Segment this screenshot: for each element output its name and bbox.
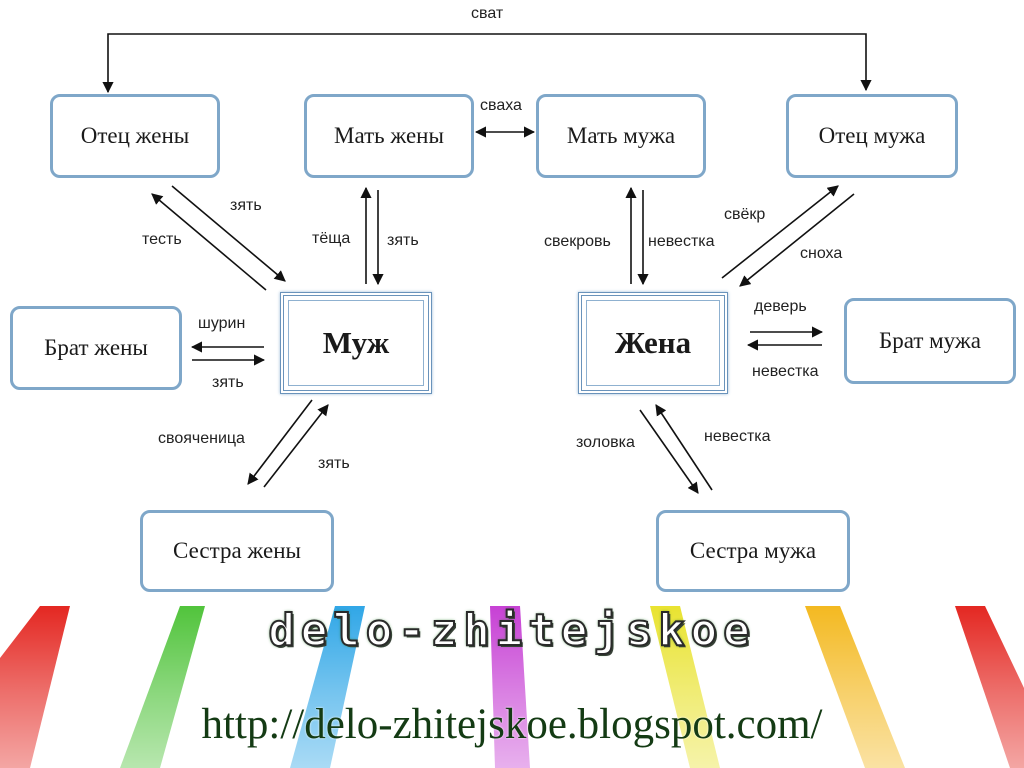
node-husband-sister: Сестра мужа [656, 510, 850, 592]
node-wife-sister: Сестра жены [140, 510, 334, 592]
edge-label-test: тесть [142, 231, 182, 248]
edge-label-zyat-wf: зять [230, 197, 262, 214]
edge-label-dever: деверь [754, 298, 807, 315]
node-wife-brother: Брат жены [10, 306, 182, 390]
edge-label-zyat-wm: зять [387, 232, 419, 249]
edge-label-nevestka-hs: невестка [704, 428, 771, 445]
edge-test-arrow [151, 193, 267, 291]
edge-label-tyoshcha: тёща [312, 230, 351, 247]
node-husband: Муж [280, 292, 432, 394]
node-wife-father: Отец жены [50, 94, 220, 178]
edge-label-nevestka-hm: невестка [648, 233, 715, 250]
decorative-banner [0, 598, 1024, 768]
edge-zyat-ws-arrow [263, 404, 329, 488]
edge-zolovka-arrow [639, 409, 699, 494]
edge-label-zyat-wb: зять [212, 374, 244, 391]
edge-label-svoyachenitsa: свояченица [158, 430, 245, 447]
node-husband-father: Отец мужа [786, 94, 958, 178]
edge-zyat-wf-arrow [171, 185, 286, 282]
edge-svoyachenitsa-arrow [247, 399, 313, 485]
edge-label-nevestka-hb: невестка [752, 363, 819, 380]
node-husband-brother: Брат мужа [844, 298, 1016, 384]
edge-label-shurin: шурин [198, 315, 246, 332]
site-url: http://delo-zhitejskoe.blogspot.com/ [201, 701, 823, 748]
edge-label-svyokr: свёкр [724, 206, 766, 223]
relationship-diagram [102, 33, 872, 494]
edge-nevestka-hs-arrow [655, 404, 713, 491]
node-husband-mother: Мать мужа [536, 94, 706, 178]
edge-label-zolovka: золовка [576, 434, 635, 451]
node-wife: Жена [578, 292, 728, 394]
node-wife-mother: Мать жены [304, 94, 474, 178]
edge-label-svat: сват [471, 5, 504, 22]
edge-snokha-arrow [739, 193, 855, 287]
edge-label-zyat-ws: зять [318, 455, 350, 472]
edge-label-svekrov: свекровь [544, 233, 611, 250]
edge-svyokr-arrow [721, 185, 839, 279]
site-logo: delo-zhitejskoe [267, 604, 756, 657]
edge-svat-line [102, 33, 872, 94]
edge-label-svakha: сваха [480, 97, 522, 114]
edge-label-snokha: сноха [800, 245, 843, 262]
